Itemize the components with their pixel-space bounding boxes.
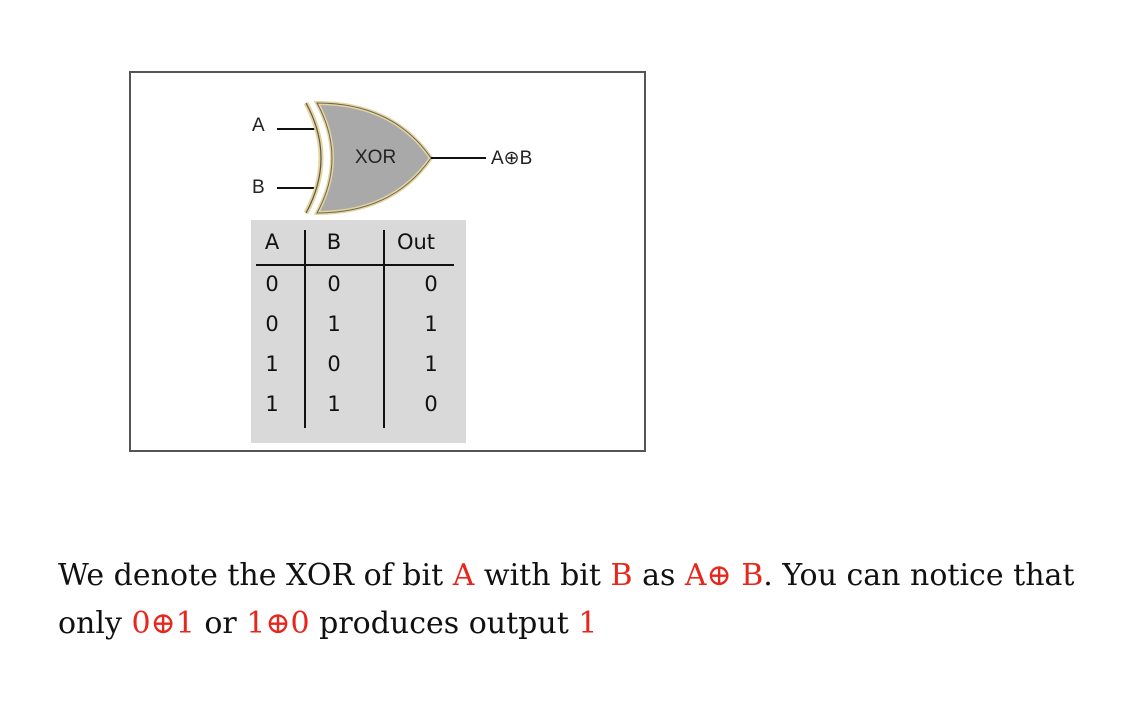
caption-var-a: A xyxy=(452,558,475,593)
caption-var-b: B xyxy=(610,558,633,593)
xor-gate-diagram xyxy=(277,100,486,216)
gate-body-label: XOR xyxy=(355,147,397,168)
caption-text-part: or xyxy=(194,606,247,641)
table-column-divider xyxy=(304,230,306,428)
table-cell: 1 xyxy=(424,312,438,336)
table-cell: 0 xyxy=(265,272,279,296)
caption-example-1: 0⊕1 xyxy=(131,606,195,641)
table-header-b: B xyxy=(326,230,342,254)
input-a-label: A xyxy=(252,115,265,136)
caption-text-part: with bit xyxy=(474,558,611,593)
output-label: A⊕B xyxy=(491,148,533,169)
table-header-out: Out xyxy=(396,230,436,254)
table-cell: 0 xyxy=(424,392,438,416)
table-header-a: A xyxy=(264,230,280,254)
truth-table: A B Out 0 0 0 0 1 1 1 0 1 1 1 0 xyxy=(251,220,466,443)
caption-text-part: produces output xyxy=(309,606,579,641)
table-cell: 1 xyxy=(327,312,341,336)
table-cell: 1 xyxy=(265,392,279,416)
input-b-label: B xyxy=(252,177,265,198)
table-cell: 0 xyxy=(327,352,341,376)
table-cell: 0 xyxy=(424,272,438,296)
table-column-divider xyxy=(383,230,385,428)
caption-text-part: We denote the XOR of bit xyxy=(58,558,453,593)
caption-text-part: as xyxy=(632,558,685,593)
table-cell: 1 xyxy=(327,392,341,416)
caption-text-part: . You can notice that only xyxy=(58,558,1075,641)
xor-figure-frame: A B XOR A⊕B A B Out 0 0 0 0 1 1 1 0 1 1 … xyxy=(129,71,646,452)
caption-xor-expression: A⊕ B xyxy=(684,558,764,593)
table-cell: 1 xyxy=(424,352,438,376)
caption-output-value: 1 xyxy=(578,606,598,641)
table-cell: 0 xyxy=(327,272,341,296)
table-header-divider xyxy=(256,264,454,266)
table-cell: 1 xyxy=(265,352,279,376)
caption-example-2: 1⊕0 xyxy=(246,606,310,641)
caption-text: We denote the XOR of bit A with bit B as… xyxy=(58,552,1118,648)
table-cell: 0 xyxy=(265,312,279,336)
